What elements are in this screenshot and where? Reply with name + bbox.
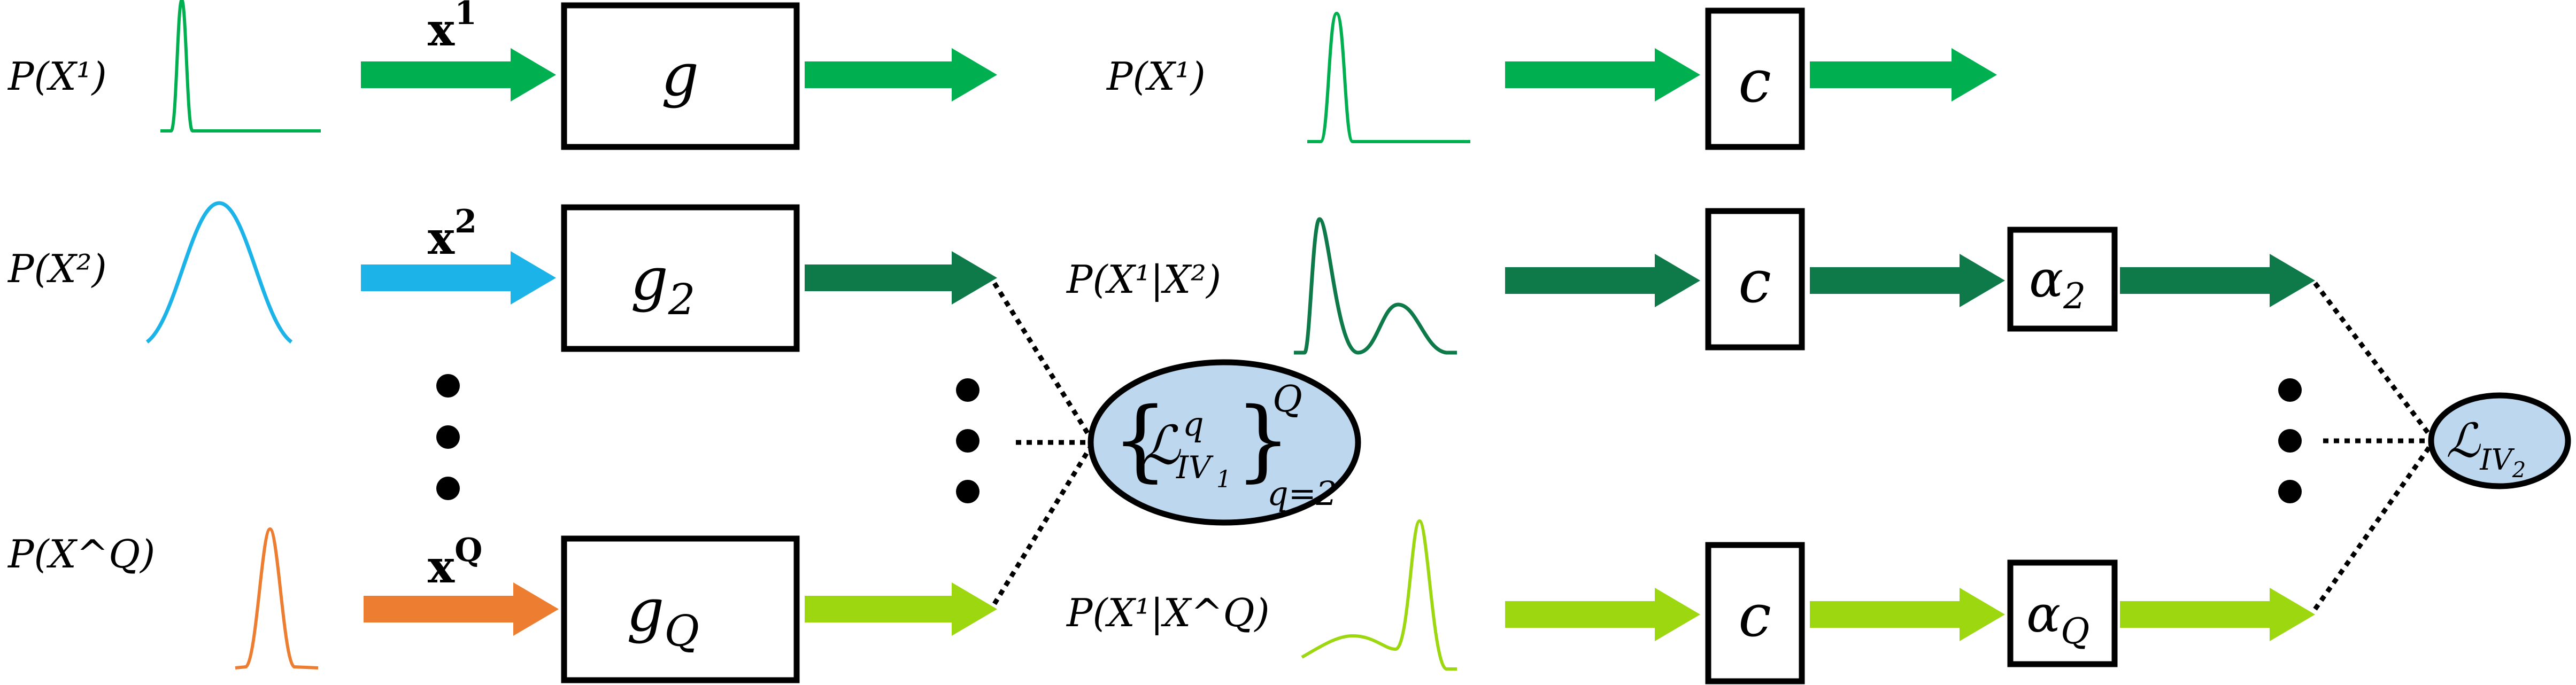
ellipsis-right: [2278, 378, 2302, 503]
classifier-output-arrow-row2: [1810, 254, 2005, 307]
distribution-label-mid1: P(X¹): [1106, 54, 1206, 99]
distribution-label-viewQ: P(X^Q): [7, 532, 155, 577]
encoder-label-g2: g2: [630, 245, 695, 324]
svg-text:q=2: q=2: [1267, 474, 1337, 513]
distribution-curve-view2: [145, 201, 293, 344]
classifier-input-arrow-row1: [1505, 48, 1700, 102]
distribution-curve-mid1: [1307, 11, 1470, 143]
weight-label-alphaQ: αQ: [2026, 585, 2089, 652]
view-label-xQ: xQ: [428, 532, 482, 593]
encoder-box-g2: [561, 204, 800, 352]
weighted-output-arrow-rowQ: [2120, 588, 2315, 641]
classifier-output-arrow-row1: [1810, 48, 1997, 102]
distribution-curve-mid2: [1294, 217, 1457, 355]
distribution-label-midQ: P(X¹|X^Q): [1066, 590, 1270, 635]
classifier-input-arrow-row2: [1505, 254, 1700, 307]
loss2-label: ℒIV2: [2446, 413, 2526, 482]
distribution-curve-view1: [160, 0, 321, 133]
ellipsis-left: [436, 374, 460, 500]
classifier-box-row1: [1705, 7, 1805, 150]
classifier-label-row2: c: [1738, 247, 1771, 316]
input-arrow-view1: [361, 48, 556, 102]
classifier-box-rowQ: [1705, 542, 1805, 684]
classifier-label-row1: c: [1738, 47, 1771, 115]
ellipsis-middle: [956, 378, 980, 503]
input-arrow-view2: [361, 251, 556, 305]
weight-box-alphaQ: [2007, 559, 2118, 667]
input-arrow-viewQ: [364, 582, 559, 636]
classifier-label-rowQ: c: [1738, 581, 1771, 650]
encoder-output-arrow-viewQ: [805, 582, 997, 636]
classifier-box-row2: [1705, 208, 1805, 351]
svg-text:IV: IV: [1176, 449, 1214, 486]
encoder-label-gQ: gQ: [627, 576, 699, 656]
svg-text:{: {: [1112, 388, 1168, 491]
dotted-connectors-loss1: [992, 282, 1093, 605]
svg-text:1: 1: [1216, 466, 1231, 493]
view-label-x1: x1: [428, 0, 477, 56]
classifier-input-arrow-rowQ: [1505, 588, 1700, 641]
view-label-x2: x2: [428, 203, 477, 264]
weight-label-alpha2: α2: [2029, 250, 2086, 317]
encoder-box-gQ: [561, 535, 800, 683]
weight-box-alpha2: [2007, 227, 2118, 332]
svg-text:}: }: [1235, 388, 1291, 491]
svg-text:Q: Q: [1272, 378, 1302, 421]
encoder-output-arrow-view1: [805, 48, 997, 102]
svg-text:ℒ: ℒ: [1142, 414, 1181, 477]
weighted-output-arrow-row2: [2120, 254, 2315, 307]
distribution-label-mid2: P(X¹|X²): [1066, 257, 1221, 302]
encoder-box-g: [561, 2, 800, 150]
encoder-label-g: g: [661, 41, 699, 109]
loss1-ellipse: [1088, 359, 1361, 526]
distribution-label-view2: P(X²): [7, 246, 107, 291]
svg-text:q: q: [1183, 404, 1204, 443]
distribution-curve-midQ: [1301, 519, 1457, 671]
loss1-label: { ℒ q IV 1 } Q q=2: [1112, 378, 1337, 513]
loss2-ellipse: [2428, 392, 2571, 489]
dotted-connectors-loss2: [2313, 282, 2432, 611]
distribution-label-view1: P(X¹): [7, 54, 107, 99]
encoder-output-arrow-view2: [805, 251, 997, 305]
distribution-curve-viewQ: [235, 527, 319, 670]
classifier-output-arrow-rowQ: [1810, 588, 2005, 641]
